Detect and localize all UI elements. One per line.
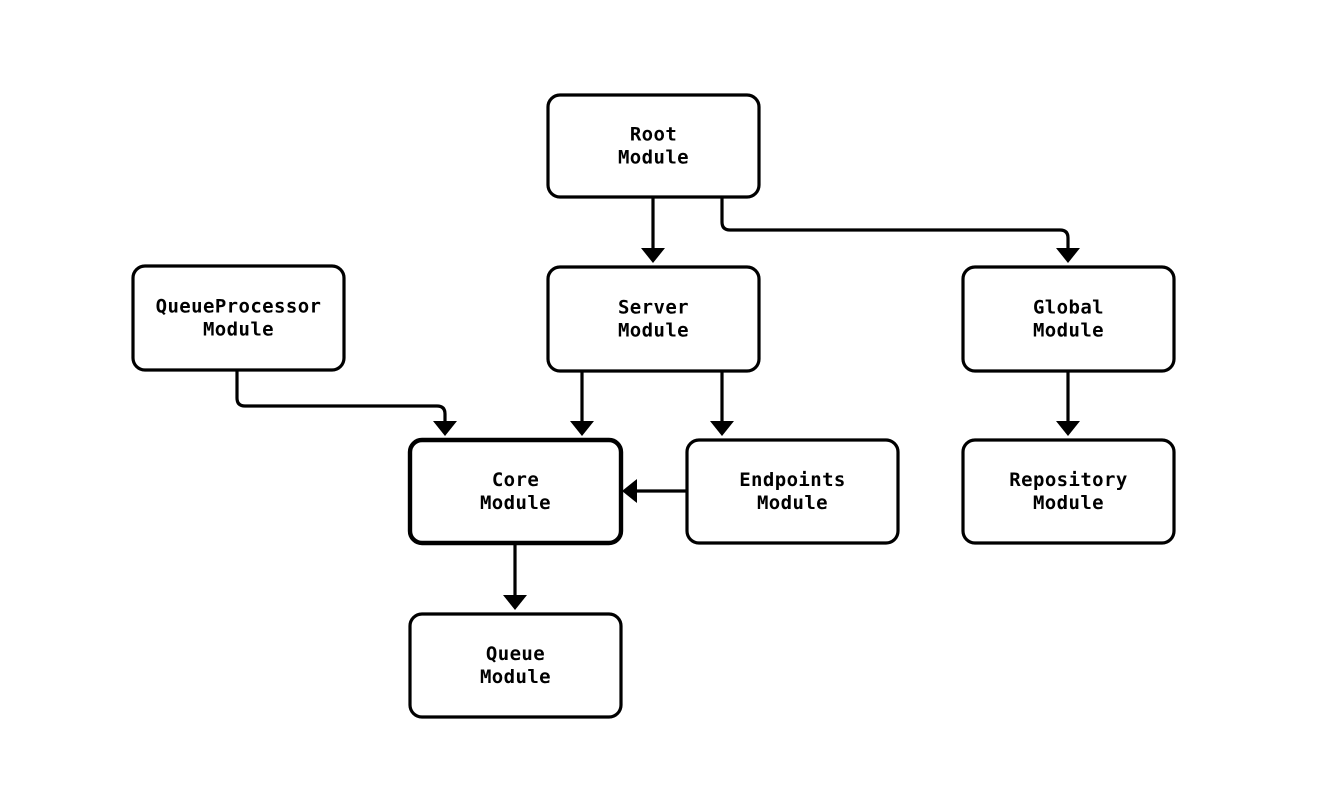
- queueprocessor-module-node-label-line1: QueueProcessor: [156, 296, 322, 318]
- core-module-node-label-line1: Core: [492, 469, 539, 491]
- edge-queueprocessor-to-core-arrowhead: [433, 421, 457, 436]
- edge-core-to-queue: [503, 543, 527, 610]
- server-module-node-box[interactable]: [546, 265, 761, 373]
- queue-module-node-label-line1: Queue: [486, 643, 545, 665]
- root-module-node-label-line2: Module: [618, 147, 689, 169]
- repository-module-node-label-line2: Module: [1033, 492, 1104, 514]
- repository-module-node-label-line1: Repository: [1009, 469, 1127, 491]
- edge-root-to-global-line: [720, 197, 1070, 250]
- edge-core-to-queue-arrowhead: [503, 595, 527, 610]
- queueprocessor-module-node-label-line2: Module: [203, 319, 274, 341]
- global-module-node-box[interactable]: [961, 265, 1176, 373]
- edge-server-to-endpoints-arrowhead: [710, 421, 734, 436]
- endpoints-module-node-label-line1: Endpoints: [739, 469, 846, 491]
- edge-root-to-global-arrowhead: [1056, 248, 1080, 263]
- edge-queueprocessor-to-core: [235, 370, 457, 436]
- edge-root-to-server-arrowhead: [641, 248, 665, 263]
- queue-module-node-label-line2: Module: [480, 666, 551, 688]
- global-module-node-label-line2: Module: [1033, 320, 1104, 342]
- endpoints-module-node-label-line2: Module: [757, 492, 828, 514]
- edge-endpoints-to-core-arrowhead: [622, 479, 637, 503]
- edge-root-to-global: [720, 197, 1080, 263]
- repository-module-node-box[interactable]: [961, 438, 1176, 545]
- global-module-node-label-line1: Global: [1033, 297, 1104, 319]
- queueprocessor-module-node-box[interactable]: [131, 264, 346, 372]
- nodes-layer: RootModuleQueueProcessorModuleServerModu…: [131, 93, 1176, 719]
- root-module-node-box[interactable]: [546, 93, 761, 199]
- queue-module-node-box[interactable]: [408, 612, 623, 719]
- edges-layer: [235, 197, 1080, 610]
- edge-server-to-core: [570, 371, 594, 436]
- root-module-node-label-line1: Root: [630, 124, 677, 146]
- edge-global-to-repository-arrowhead: [1056, 421, 1080, 436]
- edge-global-to-repository: [1056, 371, 1080, 436]
- edge-queueprocessor-to-core-line: [235, 370, 447, 423]
- edge-root-to-server: [641, 197, 665, 263]
- edge-server-to-endpoints: [710, 371, 734, 436]
- edge-endpoints-to-core: [622, 479, 687, 503]
- server-module-node-label-line1: Server: [618, 297, 689, 319]
- edge-server-to-core-arrowhead: [570, 421, 594, 436]
- core-module-node-box[interactable]: [407, 437, 624, 546]
- endpoints-module-node-box[interactable]: [685, 438, 900, 545]
- core-module-node-label-line2: Module: [480, 492, 551, 514]
- server-module-node-label-line2: Module: [618, 320, 689, 342]
